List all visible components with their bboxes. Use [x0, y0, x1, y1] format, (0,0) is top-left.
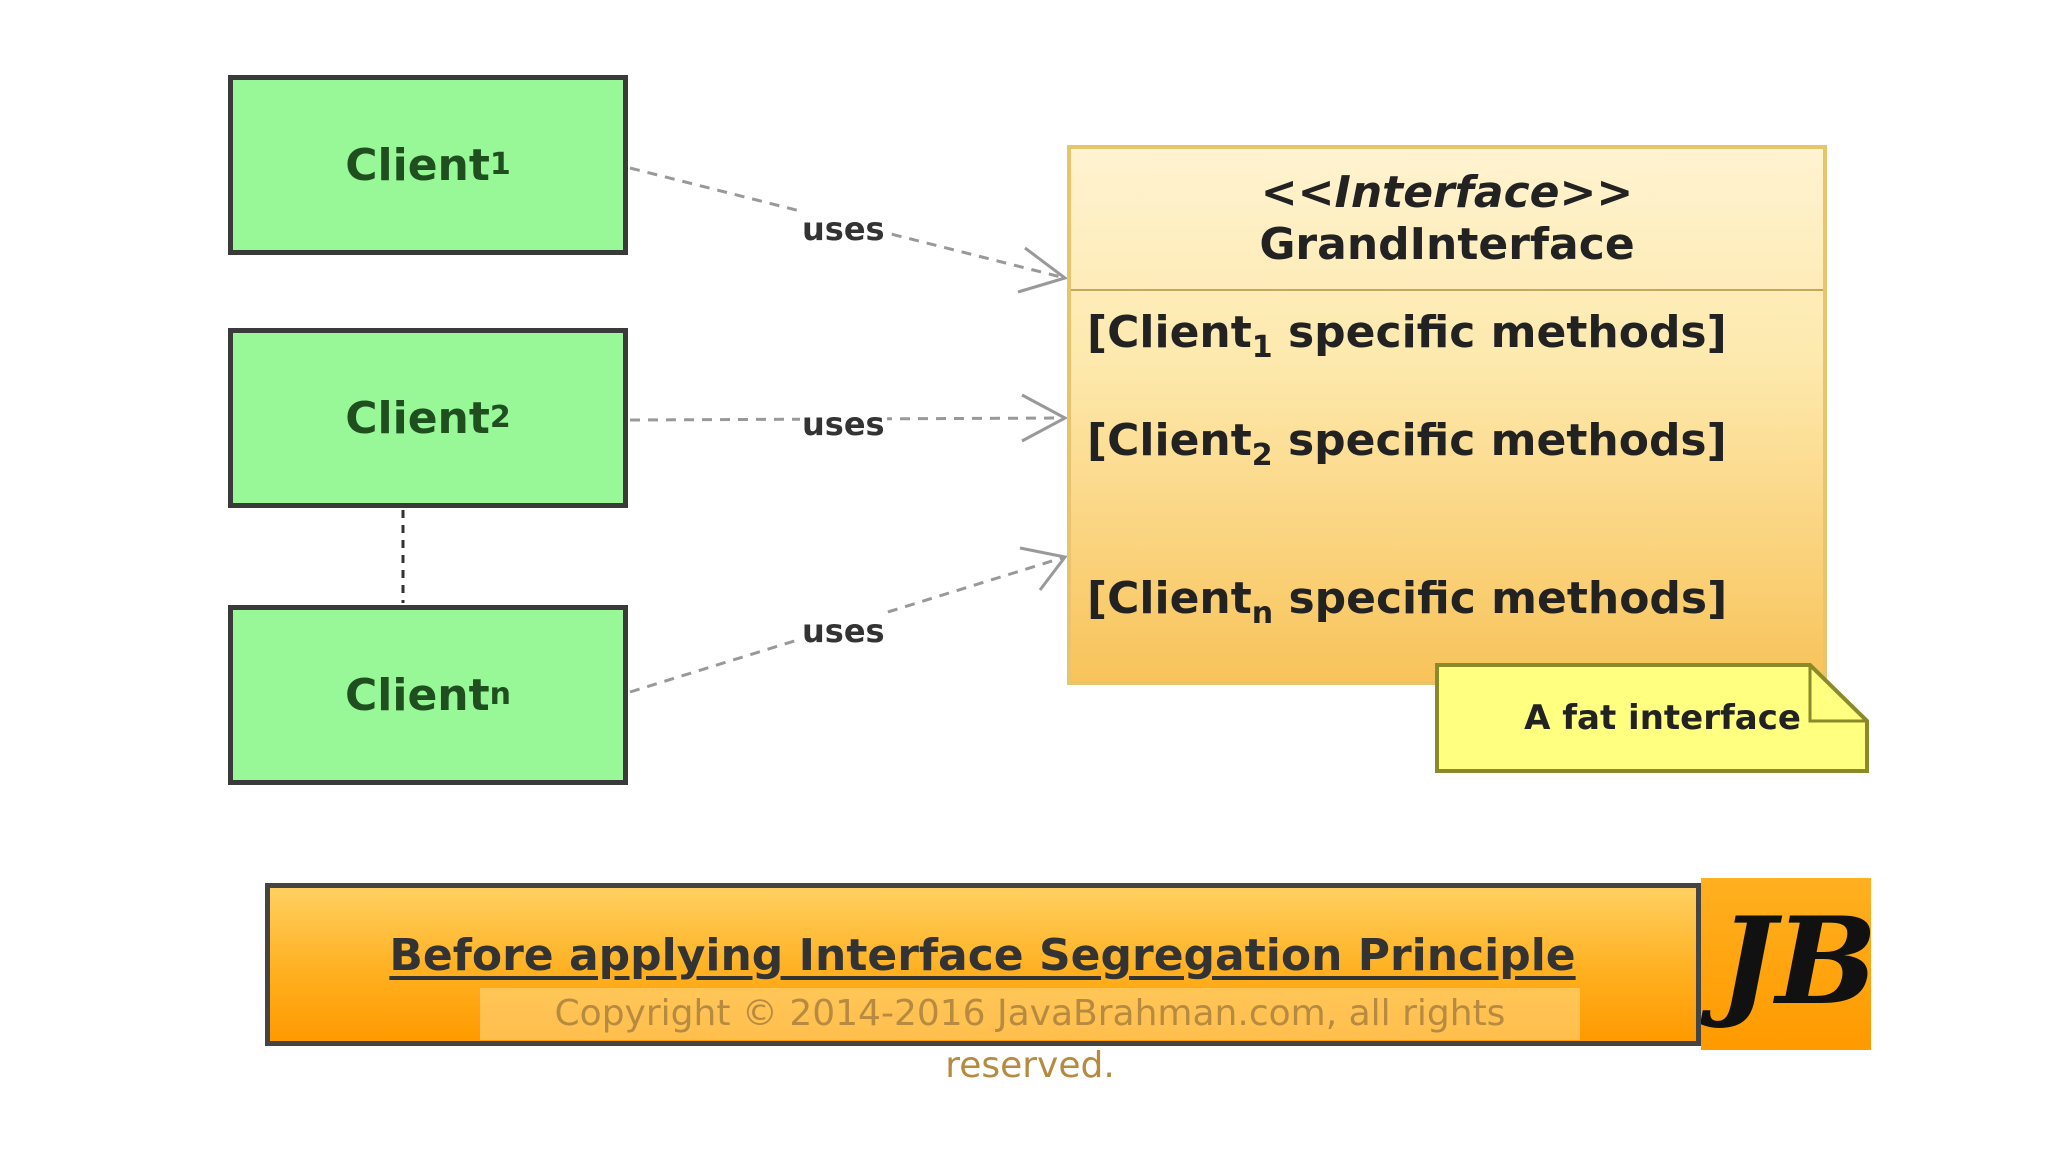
uses-label-n: uses — [800, 612, 887, 650]
method-row-1: [Client1 specific methods] — [1087, 307, 1727, 363]
note-shape — [1435, 663, 1869, 773]
client-2-name: Client — [345, 392, 490, 444]
uses-label-1: uses — [800, 210, 887, 248]
method-n-suffix: specific methods] — [1273, 573, 1728, 624]
interface-name: GrandInterface — [1259, 219, 1635, 270]
arrowhead-1 — [1017, 246, 1069, 294]
logo-monogram: JB — [1701, 891, 1871, 1032]
method-n-subscript: n — [1251, 596, 1274, 631]
method-n-prefix: [Client — [1087, 573, 1252, 624]
method-row-2: [Client2 specific methods] — [1087, 415, 1727, 471]
grand-interface-box: <<Interface>> GrandInterface [Client1 sp… — [1067, 145, 1827, 685]
uses-label-2: uses — [800, 405, 887, 443]
method-2-subscript: 2 — [1251, 438, 1273, 473]
method-row-n: [Clientn specific methods] — [1087, 573, 1728, 629]
interface-header: <<Interface>> GrandInterface — [1071, 149, 1823, 291]
interface-stereotype: <<Interface>> — [1260, 167, 1634, 218]
method-1-subscript: 1 — [1251, 330, 1273, 365]
logo-text: JB — [1701, 891, 1871, 1032]
method-1-suffix: specific methods] — [1272, 307, 1727, 358]
banner-title: Before applying Interface Segregation Pr… — [389, 930, 1576, 981]
note-box: A fat interface — [1435, 663, 1870, 773]
caption-banner: Before applying Interface Segregation Pr… — [265, 883, 1701, 1086]
arrowhead-n — [1019, 546, 1068, 591]
method-2-suffix: specific methods] — [1272, 415, 1727, 466]
javabrahman-logo: JB — [1701, 878, 1871, 1050]
arrowhead-2 — [1021, 393, 1069, 443]
client-1-name: Client — [345, 139, 490, 191]
client-n-name: Client — [344, 669, 490, 721]
method-2-prefix: [Client — [1087, 415, 1252, 466]
note-text: A fat interface — [1524, 698, 1801, 738]
method-1-prefix: [Client — [1087, 307, 1252, 358]
uses-edge-n — [629, 555, 1066, 694]
copyright-text: Copyright © 2014-2016 JavaBrahman.com, a… — [480, 988, 1580, 1086]
